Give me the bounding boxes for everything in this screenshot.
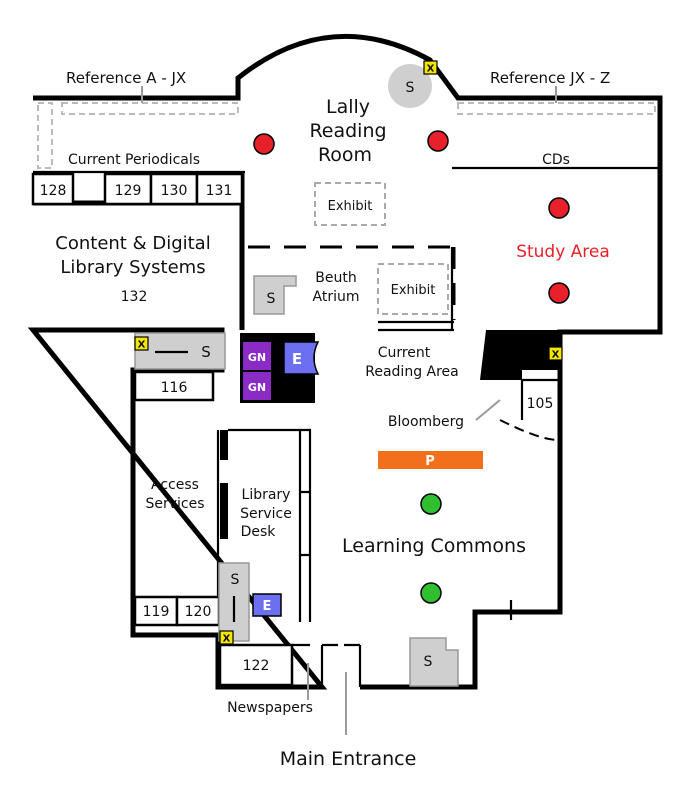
printer-bar [378,451,483,469]
room-116 [133,370,215,402]
label-service-desk-1: Library [242,487,291,503]
label-lally-3: Room [318,144,372,166]
room-119 [133,595,179,627]
exit-marker-left [134,336,149,351]
label-content-digital-1: Content & Digital [55,233,210,254]
exit-letter-left: X [138,340,146,351]
label-room-119: 119 [143,604,170,620]
exit-marker-lally [423,60,438,75]
reference-shelf-left [61,102,239,115]
label-room-128: 128 [40,183,67,199]
label-room-122: 122 [243,658,270,674]
stairs-letter-lally: S [406,80,415,96]
access-desk-bar-lower [220,483,228,539]
label-lally-1: Lally [326,96,370,118]
label-room-116: 116 [161,380,188,396]
label-learning-commons: Learning Commons [342,535,526,557]
label-room-130: 130 [161,183,188,199]
red-dot-study-lower [548,282,570,304]
red-dot-study-upper [548,197,570,219]
label-access-1: Access [151,477,199,493]
green-dot-upper [420,493,442,515]
stairs-beuth [253,275,297,315]
elevator-letter-lower: E [263,599,272,614]
label-room-105: 105 [527,396,554,412]
label-room-120: 120 [185,604,212,620]
label-room-131: 131 [206,183,233,199]
printer-letter: P [425,454,435,469]
exit-letter-right: X [552,350,560,361]
reference-shelf-left-vertical [37,102,53,169]
label-current-reading-1: Current [378,345,431,361]
stairs-lally [388,64,432,108]
entrance-walls [292,600,513,647]
room-105-walls [520,378,560,420]
gn-room-1 [243,342,271,370]
gn-room-2 [243,372,271,400]
elevator-letter-upper: E [292,350,302,368]
label-current-periodicals: Current Periodicals [68,152,200,168]
label-service-desk-3: Desk [241,524,277,540]
label-beuth-2: Atrium [313,289,360,305]
gn-letter-1: GN [248,351,266,364]
newspapers-walls [320,643,362,687]
exit-letter-lally: X [427,64,435,75]
stairs-letter-lower-left: S [231,572,240,588]
stairs-letter-beuth: S [267,291,276,307]
room-122 [218,643,294,687]
red-dot-lally-left [253,133,275,155]
label-service-desk-2: Service [240,506,292,522]
red-dot-lally-right [427,130,449,152]
exit-letter-lower-left: X [223,634,231,645]
service-block-right [480,330,558,380]
label-access-2: Services [145,496,204,512]
stairs-bottom-right [409,637,459,687]
label-study-area: Study Area [516,242,610,262]
label-lally-2: Reading [309,120,386,142]
label-beuth-1: Beuth [315,270,356,286]
reference-shelf-right [457,102,656,115]
exhibit-box-lower [377,263,449,315]
gn-letter-2: GN [248,381,266,394]
label-reference-a-jx: Reference A - JX [66,69,186,87]
label-bloomberg: Bloomberg [388,414,464,430]
service-desk-rails [228,428,312,622]
label-newspapers: Newspapers [227,700,313,716]
exhibit-box-upper [314,182,386,226]
bloomberg-pointer [475,399,501,421]
label-main-entrance: Main Entrance [280,748,417,770]
exit-marker-lower-left [219,630,234,645]
label-room-132: 132 [121,289,148,305]
room-105-door-arc [499,419,559,441]
label-reference-jx-z: Reference JX - Z [490,69,610,87]
label-cds: CDs [542,152,570,168]
stairs-letter-upper-left: S [201,343,211,361]
green-dot-lower [420,582,442,604]
label-content-digital-2: Library Systems [60,257,205,278]
stairs-letter-bottom-right: S [424,654,433,670]
building-outer-wall [27,33,663,690]
current-reading-wall [378,320,454,332]
label-current-reading-2: Reading Area [365,364,459,380]
access-desk-bar-upper [220,430,228,460]
label-exhibit-upper: Exhibit [328,199,373,214]
room-128 [31,172,75,206]
exit-marker-right [548,346,563,361]
room-131 [195,172,244,206]
label-exhibit-lower: Exhibit [391,283,436,298]
elevator-upper [283,341,320,375]
elevator-lower [252,593,282,617]
label-room-129: 129 [115,183,142,199]
